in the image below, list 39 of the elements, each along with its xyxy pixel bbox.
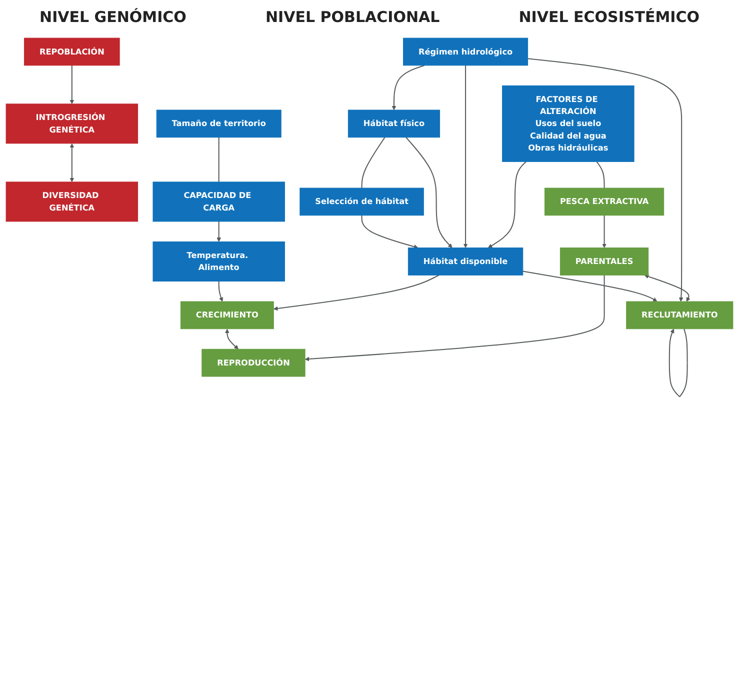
node-box: Tamaño de territorio [156,110,282,138]
arrow [602,215,606,248]
node-box: Selección de hábitat [300,188,424,216]
node-box: PARENTALES [560,248,649,276]
arrow [522,270,658,302]
arrow [361,215,418,249]
node-box: CRECIMIENTO [180,301,274,330]
arrow [218,281,224,302]
arrow [216,221,222,242]
node-box: REPOBLACIÓN [24,38,120,66]
node-box: CAPACIDAD DE CARGA [152,182,285,222]
arrow [644,274,690,302]
connector [361,137,386,188]
node-box: Temperatura. Alimento [152,241,285,282]
arrow [528,58,684,302]
column-heading: NIVEL ECOSISTÉMICO [518,8,700,26]
node-box: DIVERSIDAD GENÉTICA [6,182,138,222]
column-heading: NIVEL POBLACIONAL [266,8,440,26]
arrow [488,161,526,248]
arrow [304,275,605,362]
node-box: Régimen hidrológico [403,38,528,66]
node-box: RECLUTAMIENTO [626,301,734,330]
arrow [463,65,468,248]
node-box: PESCA EXTRACTIVA [544,188,664,216]
node-box: FACTORES DE ALTERACIÓN Usos del suelo Calidad del agua Obras hidráulicas [502,85,634,162]
node-box: Hábitat disponible [408,248,524,276]
arrow [273,274,440,311]
arrow [224,328,239,350]
arrow [70,143,74,182]
connector [218,137,220,182]
arrow [392,64,425,110]
arrow [406,137,452,248]
arrow [668,328,688,398]
arrow [70,65,74,104]
connector [596,161,605,188]
node-box: REPRODUCCIÓN [202,348,306,377]
column-heading: NIVEL GENÓMICO [40,8,186,26]
node-box: Hábitat físico [348,110,440,138]
node-box: INTROGRESIÓN GENÉTICA [6,104,138,144]
